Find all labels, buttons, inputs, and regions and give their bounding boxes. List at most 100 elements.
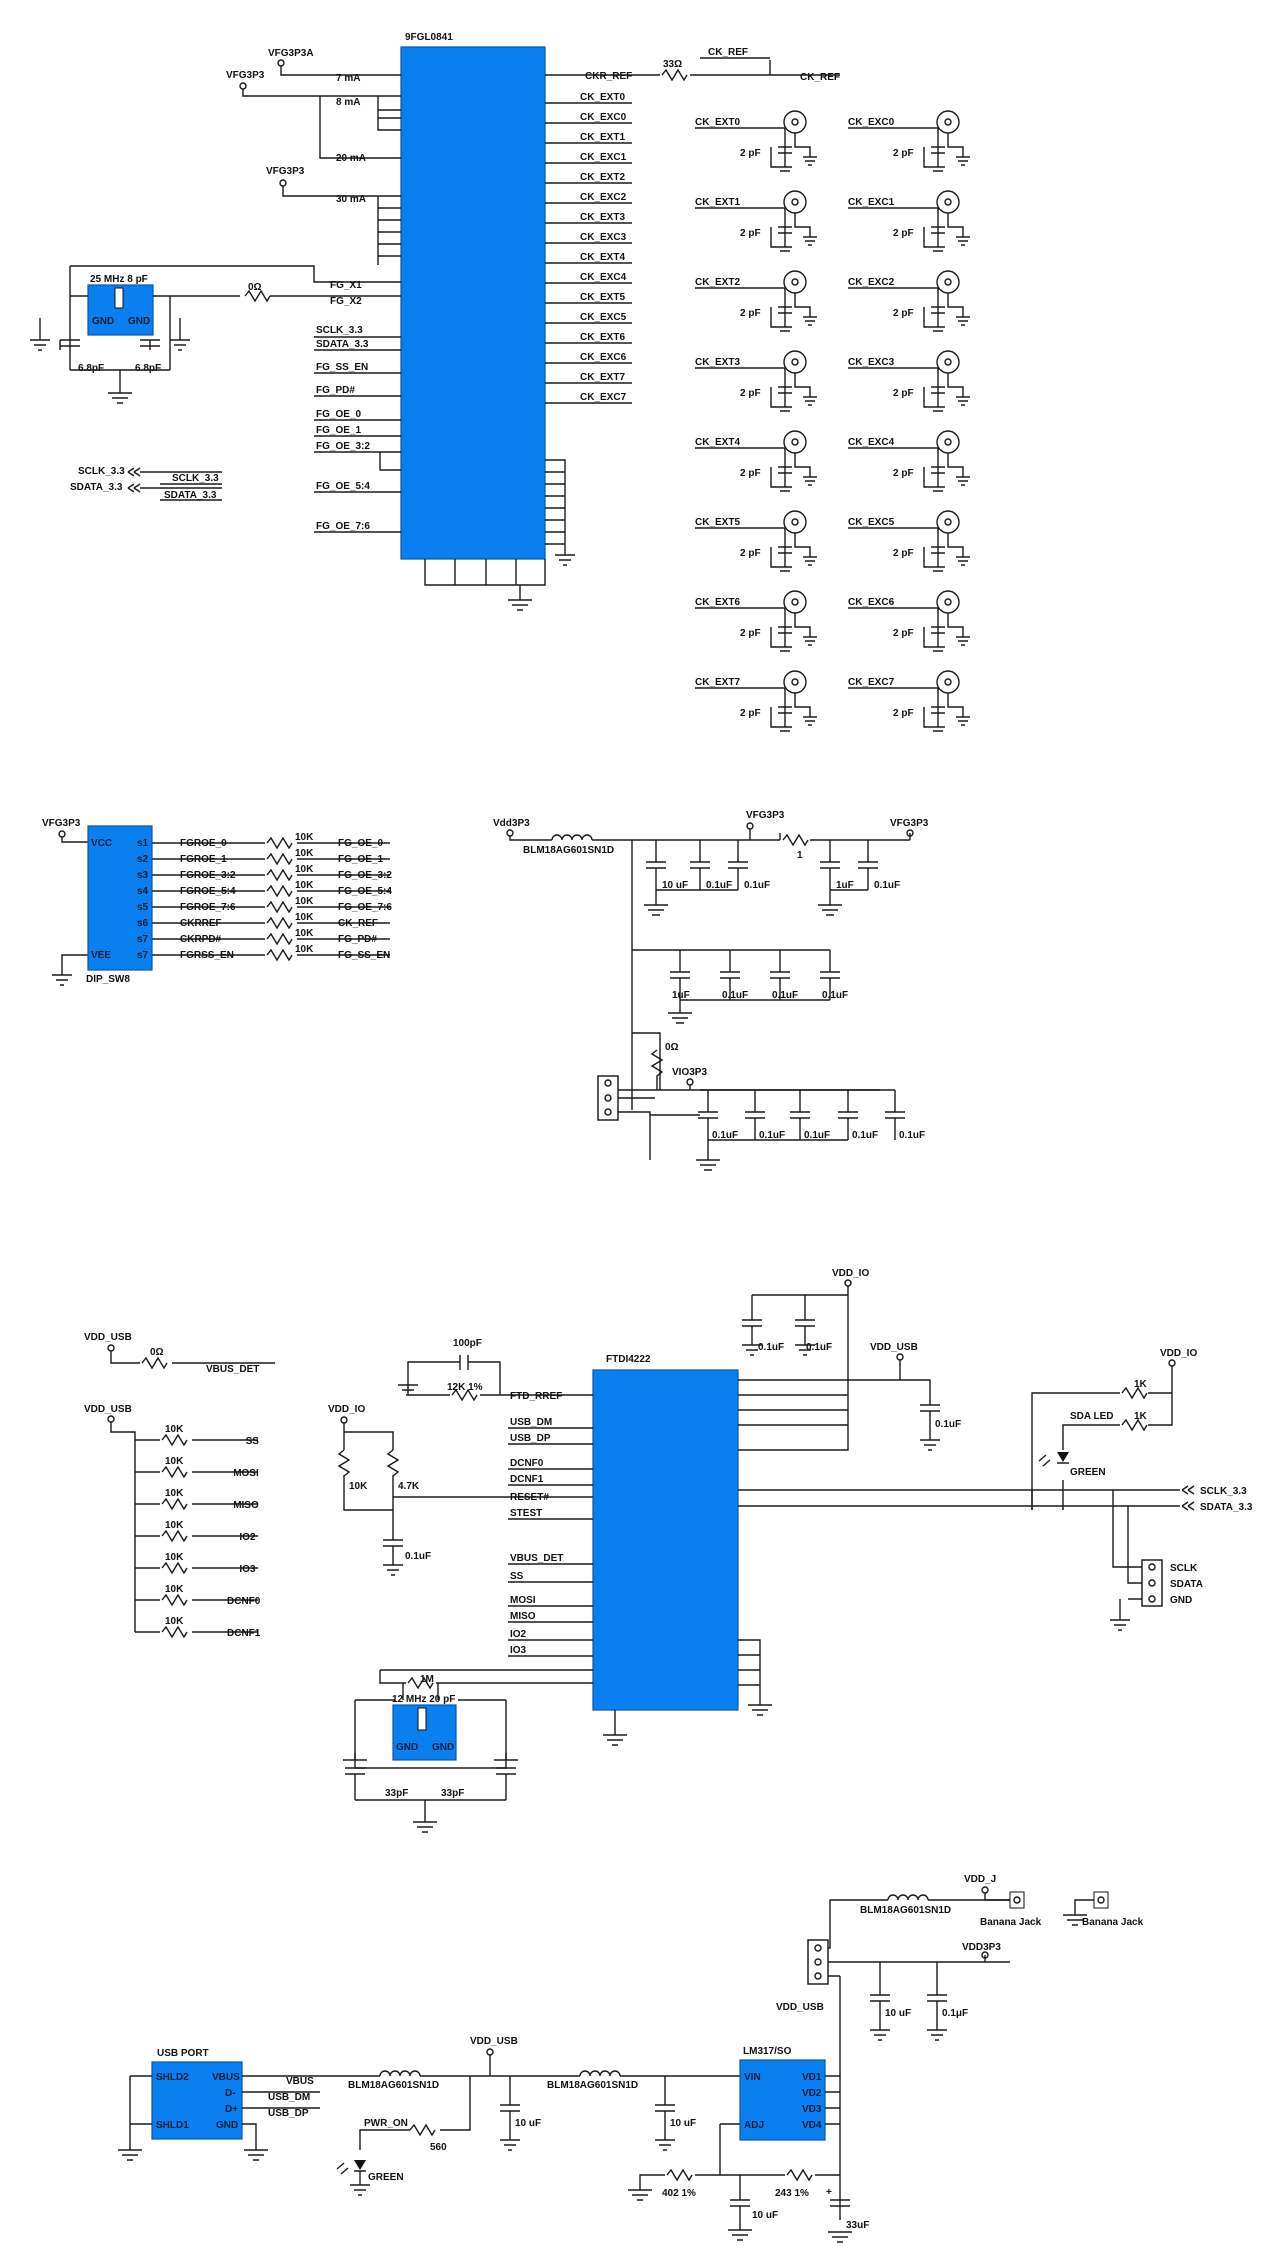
connector-pin [791,358,799,366]
pullup-r-label: 10K [165,1456,184,1467]
led-vdd-pin [1168,1359,1176,1367]
pwr-header [597,1075,619,1121]
reset-r47k: 4.7K [398,1481,420,1492]
lm317-name: LM317/SO [743,2046,792,2057]
i2c-pin2 [1148,1579,1156,1587]
connector-ring [936,510,960,534]
lm317-vin: VIN [744,2072,761,2083]
connector-pin [791,118,799,126]
pwr-on-led [354,2160,366,2170]
connector-gnd [923,448,970,492]
vbus-resistor [141,1356,168,1370]
pwr-cap [820,840,840,890]
dip-res-label: 10K [295,880,314,891]
pullup-resistor [161,1593,188,1607]
connector-ring [936,590,960,614]
pwr-cap-label: 0.1uF [712,1130,738,1141]
supply-vfg3p3a: VFG3P3A [268,48,314,59]
connector-cap: 2 pF [893,628,914,639]
ftdi-net: SS [510,1571,524,1582]
dip-res-label: 10K [295,912,314,923]
pwr-cap-label: 1uF [836,880,854,891]
connector-pin [791,278,799,286]
clock-left-wires [314,336,401,533]
pullup-r-label: 10K [165,1584,184,1595]
ftdi-section: FTDI4222 VDD_IO 0.1uF 0.1uF VDD_USB 0.1u… [84,1268,1253,1833]
clock-crystal-label: 25 MHz 8 pF [90,274,148,285]
clock-section: 9FGL0841 VFG3P3A VFG3P3 VFG3P3 7 mA 8 mA… [30,32,970,732]
dip-pin: s3 [137,870,149,881]
net-ss-en: FG_SS_EN [316,362,368,373]
pwr-cap-label: 0.1uF [759,1130,785,1141]
ftdi-rref-cap: 100pF [453,1338,482,1349]
pwr-cap [690,840,710,890]
ftdi-xtal-gnd-l: GND [396,1742,418,1753]
net-pd: FG_PD# [316,385,355,396]
connector-pin [944,198,952,206]
pwr-ferrite-label: BLM18AG601SN1D [523,845,614,856]
pwr-cap-label: 0.1uF [852,1130,878,1141]
ftdi-xtal-res [407,1676,434,1690]
pwr-cap-label: 0.1uF [706,880,732,891]
ftdi-cap-usb: 0.1uF [935,1419,961,1430]
ftdi-net: FTD_RREF [510,1391,562,1402]
clock-out-net: CK_EXT2 [580,172,625,183]
power-section: Vdd3P3 BLM18AG601SN1D VFG3P3 VFG3P3 1 10… [493,810,929,1171]
clock-out-net: CK_EXT4 [580,252,625,263]
out-hdr-pin3 [814,1972,822,1980]
led-resistors [1121,1386,1148,1432]
ftdi-net: IO3 [510,1645,527,1656]
pwr-bot-gnd [696,1089,895,1171]
crystal-wires [59,265,401,393]
pwr-vdd-pin [506,829,514,837]
c10-adj: 10 uF [752,2210,778,2221]
clock-out-net: CK_EXT7 [580,372,625,383]
crystal-body [114,287,124,309]
connector-net: CK_EXC4 [848,437,895,448]
pullup-r-label: 10K [165,1616,184,1627]
connector-cap: 2 pF [740,628,761,639]
pullup-r-label: 10K [165,1552,184,1563]
pwr-cap-label: 10 uF [662,880,688,891]
connector-gnd [770,288,817,332]
pwr-vdd: Vdd3P3 [493,818,530,829]
reset-r10k: 10K [349,1481,368,1492]
pwr-on-resistor [409,2123,436,2137]
clock-supply-wires [242,66,401,265]
bus-sclk-left: SCLK_3.3 [78,466,125,477]
out-hdr-pin1 [814,1944,822,1952]
vbus-net: VBUS_DET [206,1364,259,1375]
clock-out-net: CK_EXT6 [580,332,625,343]
reset-resistors [337,1449,400,1477]
hdr-pin1 [604,1079,612,1087]
banana-jack-2 [1093,1891,1109,1909]
ftdi-chip-name: FTDI4222 [606,1354,651,1365]
usb-gnd-pin: GND [216,2120,238,2131]
vbus-r-label: 0Ω [150,1347,164,1358]
pwr-cap [646,840,666,890]
connector-net: CK_EXC7 [848,677,895,688]
pwr-cap [885,1090,905,1140]
pwr-cap [858,840,878,890]
clock-chip [400,46,546,560]
c33: 33uF [846,2220,869,2231]
out-c01: 0.1μF [942,2008,968,2019]
lm317-vd1: VD1 [802,2072,822,2083]
connector-gnd [923,128,970,172]
bus-wires [738,1489,1180,1631]
connector-pin [944,678,952,686]
current-3: 20 mA [336,153,366,164]
ftdi-rref-r: 12K 1% [447,1382,483,1393]
clock-out-net: CK_EXC2 [580,192,627,203]
net-oe0: FG_OE_0 [316,409,361,420]
out-wires [828,1899,1010,2076]
connector-gnd [923,208,970,252]
pwr-vio-pin [686,1078,694,1086]
connector-net: CK_EXT4 [695,437,740,448]
ftdi-xtal-cap-l: 33pF [385,1788,408,1799]
connector-pin [791,598,799,606]
usb-ferrite-1: BLM18AG601SN1D [348,2080,439,2091]
pwr-ferrite [551,834,593,841]
connector-cap: 2 pF [893,388,914,399]
bus-out-sdata: SDATA_3.3 [1200,1502,1253,1513]
